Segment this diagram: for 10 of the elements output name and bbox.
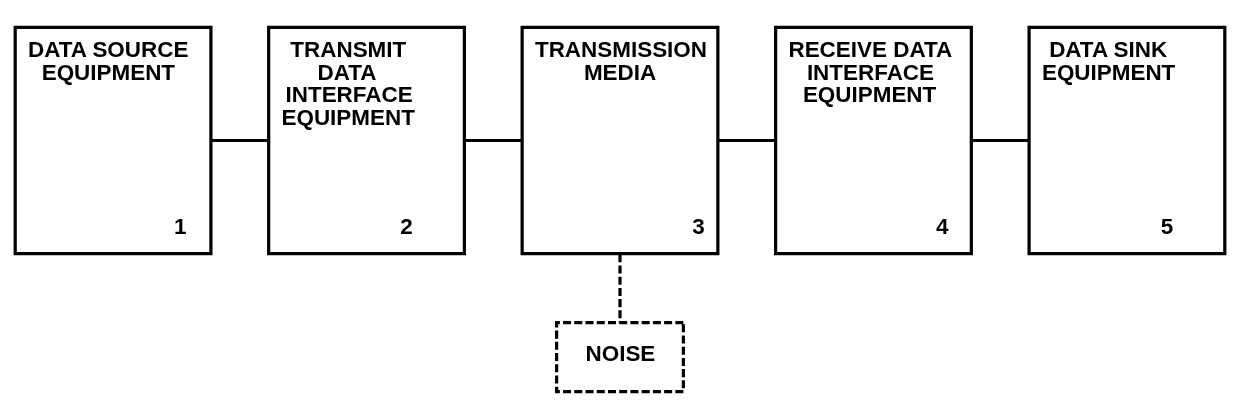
node-box: TRANSMIT DATA INTERFACE EQUIPMENT 2 <box>267 25 466 256</box>
connector <box>971 138 1029 143</box>
node-box: RECEIVE DATA INTERFACE EQUIPMENT 4 <box>774 25 973 256</box>
node-box: NOISE <box>555 321 685 394</box>
connector <box>464 138 522 143</box>
connector <box>211 138 269 143</box>
node-box: TRANSMISSION MEDIA 3 <box>520 25 720 256</box>
node-box: DATA SOURCE EQUIPMENT 1 <box>13 25 213 256</box>
connector <box>718 138 776 143</box>
node-box: DATA SINK EQUIPMENT 5 <box>1027 25 1227 256</box>
